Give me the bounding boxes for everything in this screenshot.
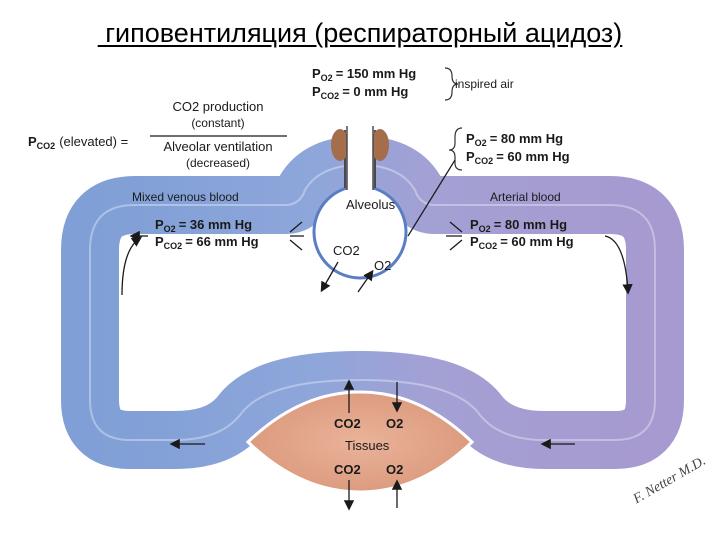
tissue-co2-top: CO2	[334, 416, 361, 431]
tissue-o2-top: O2	[386, 416, 403, 431]
equation-num1: CO2 production	[172, 99, 263, 114]
tissue-bed	[245, 390, 475, 494]
alveolus-co2: CO2	[333, 243, 360, 258]
alveolar-pco2: PCO2= 60 mm Hg	[466, 149, 570, 166]
tissue-o2-bottom: O2	[386, 462, 403, 477]
equation-num2: (constant)	[191, 116, 244, 130]
alveolar-po2: PO2= 80 mm Hg	[466, 131, 563, 148]
equation-den1: Alveolar ventilation	[163, 139, 272, 154]
arterial-pco2: PCO2= 60 mm Hg	[470, 234, 574, 251]
tissue-co2-bottom: CO2	[334, 462, 361, 477]
inspired-pco2-label: PCO2= 0 mm Hg	[312, 84, 408, 101]
equation-den2: (decreased)	[186, 156, 250, 170]
arterial-label: Arterial blood	[490, 190, 561, 204]
slide-title: гиповентиляция (респираторный ацидоз)	[97, 18, 623, 48]
alveolar-pointer	[407, 159, 456, 237]
inspired-po2-label: PO2= 150 mm Hg	[312, 66, 416, 83]
arterial-po2: PO2= 80 mm Hg	[470, 217, 567, 234]
venous-label: Mixed venous blood	[132, 190, 239, 204]
venous-po2: PO2= 36 mm Hg	[155, 217, 252, 234]
alveolus-label: Alveolus	[346, 197, 396, 212]
equation-lhs: PCO2(elevated) =	[28, 134, 128, 151]
inspired-air-label: inspired air	[455, 77, 514, 91]
venous-pco2: PCO2= 66 mm Hg	[155, 234, 259, 251]
alveolus-o2: O2	[374, 258, 391, 273]
tissues-label: Tissues	[345, 438, 390, 453]
